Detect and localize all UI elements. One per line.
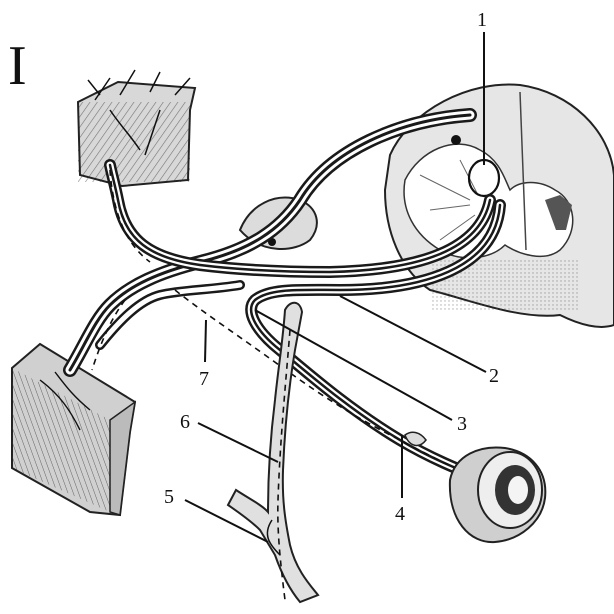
label-2: 2 — [489, 365, 499, 387]
label-6: 6 — [180, 411, 190, 433]
label-4: 4 — [395, 503, 405, 525]
label-5: 5 — [164, 486, 174, 508]
tissue-block-upper — [78, 70, 195, 186]
neuron-body — [451, 135, 461, 145]
label-1: 1 — [477, 9, 487, 31]
label-3: 3 — [457, 413, 467, 435]
label-7: 7 — [199, 368, 209, 390]
